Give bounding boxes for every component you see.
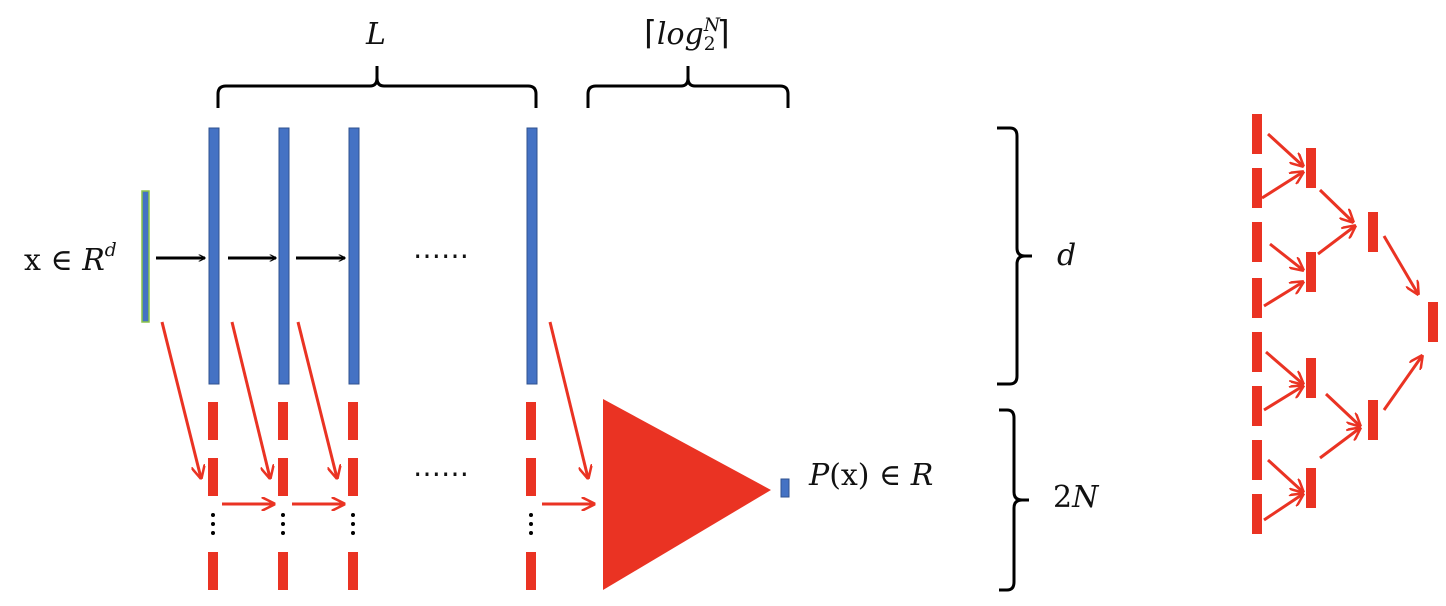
red-diag-arrow-3 xyxy=(296,321,337,478)
input-sup-d: d xyxy=(104,240,117,261)
brace-2n xyxy=(999,408,1029,592)
red-column-3 xyxy=(348,402,358,590)
red-column-1 xyxy=(208,402,218,590)
out-P: P xyxy=(809,458,830,493)
brace-d xyxy=(997,126,1032,386)
red-diag-arrow-2 xyxy=(230,321,270,478)
red-column-2 xyxy=(278,402,288,590)
label-input: x ∈ Rd xyxy=(24,240,117,278)
ceil-right: ⌉ xyxy=(716,13,730,52)
layer-bar-3 xyxy=(348,127,360,385)
input-x-text: x ∈ xyxy=(24,242,83,278)
out-R: R xyxy=(910,458,934,493)
brace-L xyxy=(216,66,538,108)
label-2N: 2N xyxy=(1053,483,1098,513)
ceil-left: ⌈ xyxy=(644,13,657,52)
brace-log xyxy=(586,66,790,108)
vertical-ellipsis-group xyxy=(211,513,533,535)
red-column-L xyxy=(526,402,536,590)
layer-bar-L xyxy=(526,127,538,385)
tree-triangle xyxy=(603,399,771,590)
layer-bar-2 xyxy=(278,127,290,385)
dots-top: ⋯⋯ xyxy=(413,239,469,272)
layer-bar-1 xyxy=(208,127,220,385)
input-R-text: R xyxy=(82,242,105,278)
twoN-2: 2 xyxy=(1053,480,1073,515)
output-scalar xyxy=(780,478,790,498)
red-diag-arrow-1 xyxy=(160,321,201,478)
twoN-N: N xyxy=(1072,480,1099,515)
dots-bottom: ⋯⋯ xyxy=(413,457,469,490)
binary-tree-illustration xyxy=(1252,114,1438,534)
input-vector xyxy=(141,190,150,323)
label-d: d xyxy=(1057,238,1077,273)
out-x: (x) ∈ xyxy=(829,458,911,493)
red-diag-arrow-L xyxy=(548,321,588,478)
label-output: P(x) ∈ R xyxy=(809,461,933,491)
label-L: L xyxy=(366,17,386,52)
log-text: log xyxy=(656,17,704,52)
